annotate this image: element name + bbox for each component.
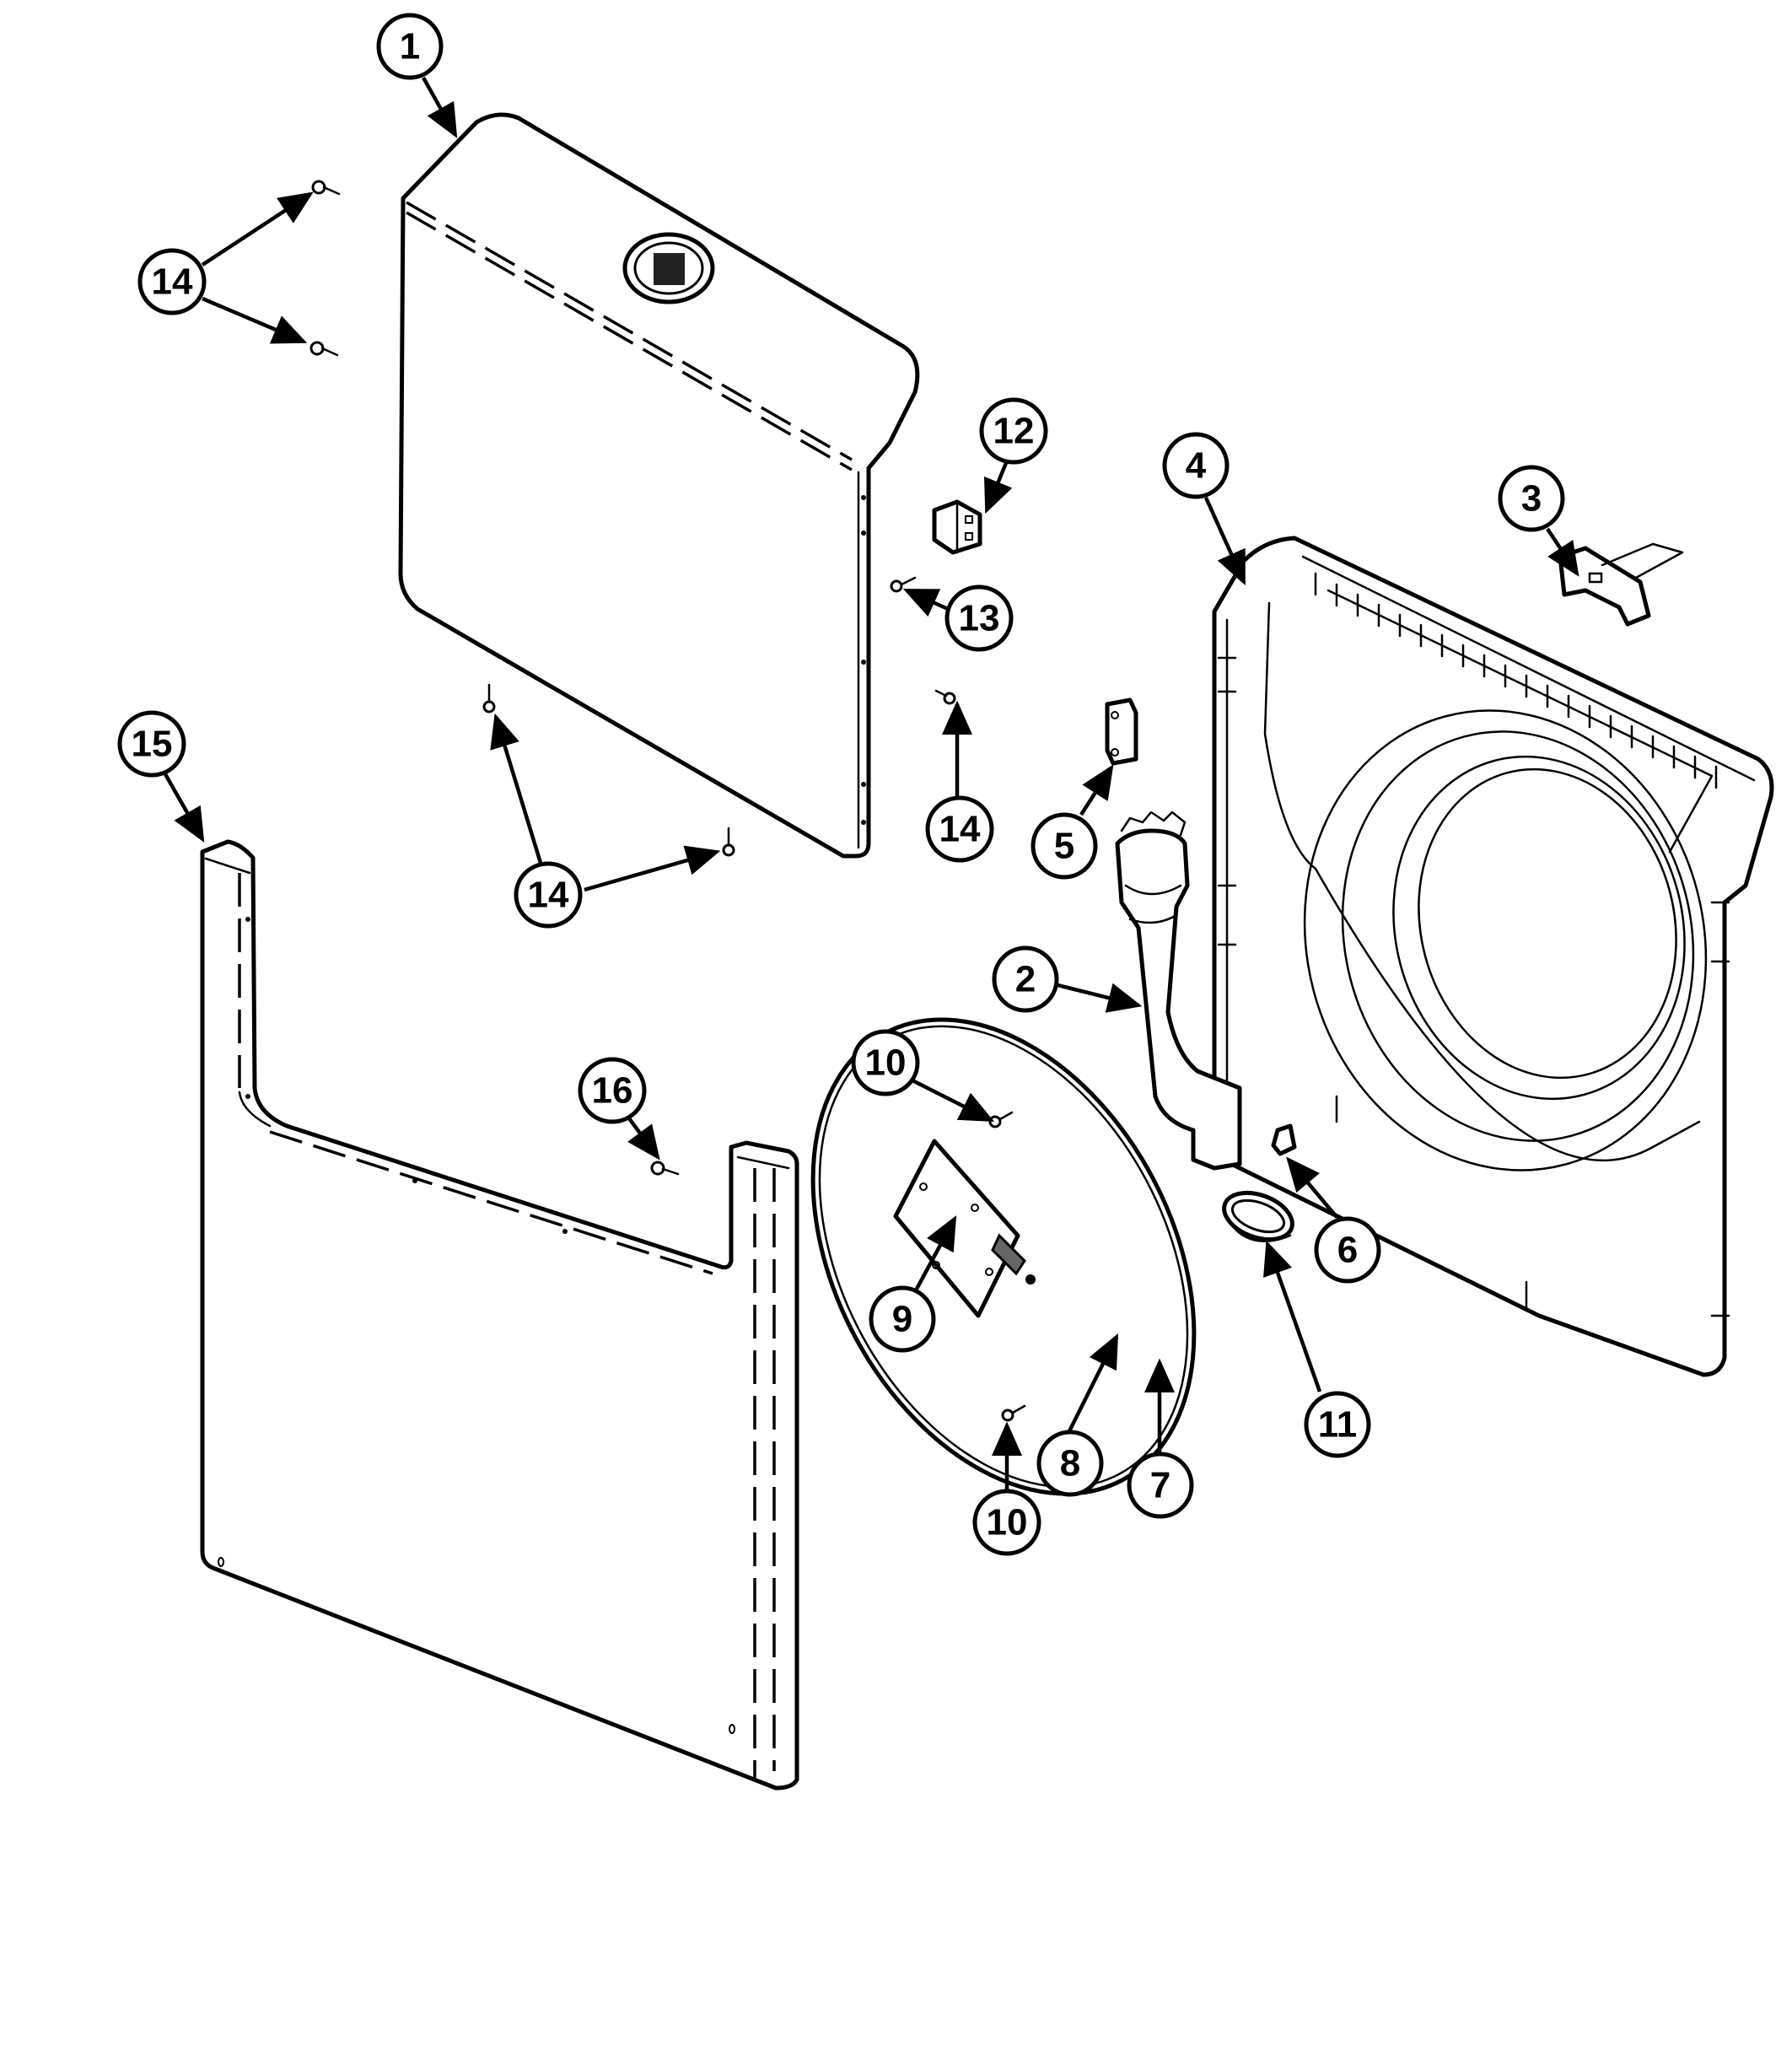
bracket-part — [1105, 697, 1138, 766]
svg-text:7: 7 — [1150, 1465, 1170, 1506]
svg-text:8: 8 — [1060, 1443, 1080, 1484]
top-panel-part — [398, 112, 920, 859]
callout-2: 2 — [992, 945, 1059, 1013]
svg-text:12: 12 — [993, 411, 1035, 452]
callouts: 1 14 12 13 4 3 15 14 5 14 2 10 16 6 9 11… — [117, 13, 1565, 1556]
callout-14-left: 14 — [137, 248, 207, 315]
leader-lines — [164, 76, 1579, 1491]
svg-text:13: 13 — [959, 598, 1000, 639]
front-frame-part — [1212, 536, 1774, 1377]
svg-text:14: 14 — [152, 261, 193, 303]
callout-11: 11 — [1304, 1391, 1371, 1458]
svg-text:10: 10 — [865, 1042, 907, 1084]
svg-text:16: 16 — [592, 1070, 633, 1112]
callout-1: 1 — [376, 13, 444, 80]
callout-4: 4 — [1162, 432, 1230, 499]
svg-text:14: 14 — [528, 875, 569, 916]
svg-text:9: 9 — [892, 1299, 912, 1340]
callout-5: 5 — [1031, 812, 1098, 880]
hinge-strip-part — [991, 1233, 1026, 1276]
svg-text:6: 6 — [1337, 1230, 1358, 1271]
fill-duct-part — [1115, 811, 1242, 1171]
screw-icon — [311, 180, 341, 196]
callout-3: 3 — [1498, 465, 1565, 532]
grommet-part — [1222, 1190, 1294, 1242]
callout-13: 13 — [944, 584, 1014, 652]
svg-text:3: 3 — [1521, 478, 1542, 520]
callout-14-bottom: 14 — [514, 861, 583, 929]
screw-icon — [1001, 1404, 1026, 1422]
svg-text:15: 15 — [132, 724, 173, 765]
screw-icon — [934, 689, 956, 705]
callout-9: 9 — [869, 1285, 936, 1353]
frame-vent-ribs — [1314, 572, 1718, 789]
access-cover-part — [810, 1017, 1197, 1496]
svg-text:11: 11 — [1318, 1404, 1358, 1446]
callout-8: 8 — [1036, 1430, 1104, 1497]
clip-part — [1271, 1123, 1297, 1156]
callout-10-top: 10 — [851, 1029, 920, 1096]
callout-16: 16 — [578, 1057, 647, 1124]
screw-icon — [309, 341, 339, 357]
callout-15: 15 — [117, 710, 186, 778]
svg-text:4: 4 — [1186, 445, 1207, 487]
callout-14-mid: 14 — [925, 795, 994, 863]
svg-text:10: 10 — [987, 1502, 1028, 1543]
svg-text:14: 14 — [939, 809, 981, 850]
callout-6: 6 — [1314, 1216, 1381, 1284]
callout-10-bottom: 10 — [972, 1489, 1041, 1556]
svg-text:2: 2 — [1015, 959, 1036, 1000]
hinge-bracket-part — [932, 499, 982, 555]
callout-12: 12 — [979, 397, 1048, 465]
screw-icon — [650, 1161, 680, 1176]
callout-7: 7 — [1127, 1451, 1194, 1519]
bottom-front-panel-part — [200, 839, 799, 1791]
svg-text:5: 5 — [1054, 826, 1074, 867]
screw-icon — [722, 827, 735, 857]
door-latch-part — [1558, 542, 1684, 627]
screw-icon — [890, 576, 917, 593]
screw-icon — [482, 683, 496, 714]
svg-text:1: 1 — [400, 26, 420, 67]
